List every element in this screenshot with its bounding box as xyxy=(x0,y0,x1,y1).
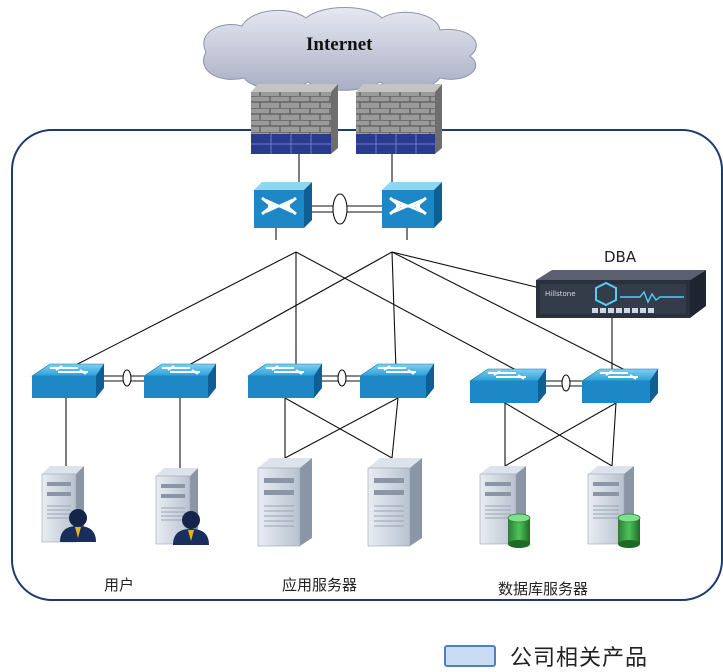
dba-appliance: Hillstone xyxy=(536,270,706,318)
user-avatar-2 xyxy=(173,511,209,545)
core-switch-left xyxy=(254,182,312,228)
access-switch-6 xyxy=(581,368,659,403)
app-server-1 xyxy=(257,458,312,547)
app-server-2 xyxy=(367,458,422,547)
firewall-right xyxy=(356,84,442,154)
internet-label: Internet xyxy=(306,34,373,55)
db-server-2 xyxy=(587,466,634,545)
users-group-label: 用户 xyxy=(104,576,135,594)
access-switch-3 xyxy=(247,363,323,398)
database-icon-1 xyxy=(507,513,531,548)
legend: 公司相关产品 xyxy=(444,640,648,672)
dba-label: DBA xyxy=(604,248,637,266)
legend-swatch xyxy=(444,645,496,667)
dba-brand-text: Hillstone xyxy=(545,290,576,298)
user-avatar-1 xyxy=(60,509,96,542)
connection-lines xyxy=(65,150,626,470)
app-servers-group-label: 应用服务器 xyxy=(282,576,358,594)
database-icon-2 xyxy=(617,513,641,548)
access-switch-2 xyxy=(143,363,217,398)
firewall-left xyxy=(251,84,338,154)
access-switch-4 xyxy=(359,363,435,398)
link-aggregation-ellipses xyxy=(122,193,571,392)
core-switch-right xyxy=(382,182,442,228)
access-switch-1 xyxy=(31,363,105,398)
legend-label: 公司相关产品 xyxy=(510,646,649,671)
db-servers-group-label: 数据库服务器 xyxy=(498,580,589,598)
access-switch-5 xyxy=(469,368,547,403)
